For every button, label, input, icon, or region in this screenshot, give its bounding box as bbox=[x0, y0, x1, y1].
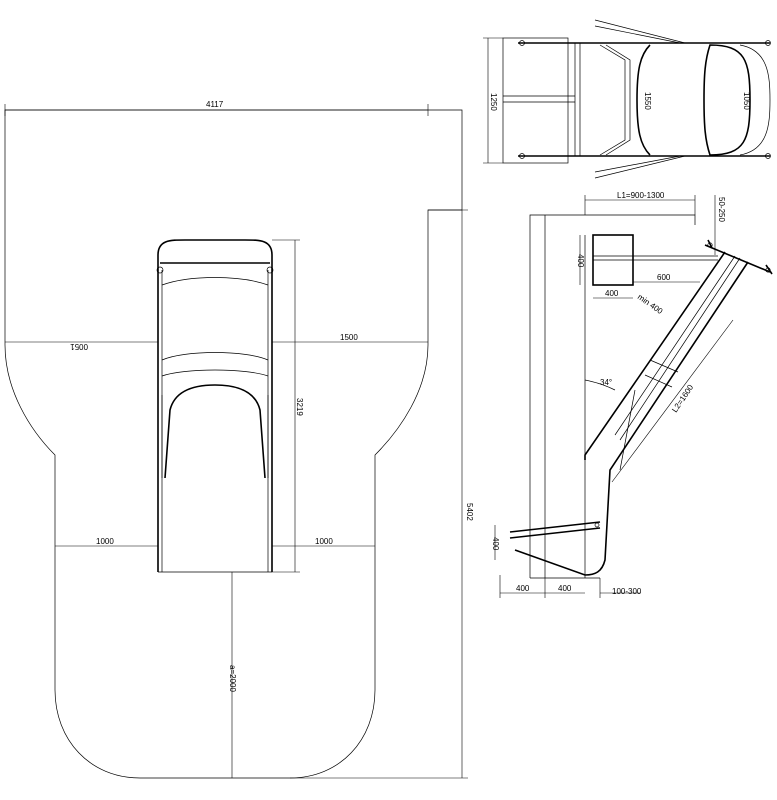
dim-top-width: 1250 bbox=[489, 93, 498, 111]
dim-front-width: 1050 bbox=[742, 92, 751, 110]
dim-base-mid: 400 bbox=[558, 584, 572, 593]
dim-600: 600 bbox=[657, 273, 671, 282]
hinge-right bbox=[266, 266, 274, 274]
dim-right-width: 1500 bbox=[340, 333, 358, 342]
inclined-frame bbox=[509, 239, 773, 576]
seat-top bbox=[703, 44, 751, 156]
dim-min400: min 400 bbox=[636, 292, 665, 316]
side-view: L1=900-1300 50-250 400 600 400 min 400 bbox=[491, 191, 773, 598]
dim-left-width: 0051 bbox=[70, 342, 88, 351]
dim-overall-width: 4117 bbox=[206, 100, 224, 109]
seat-shape bbox=[164, 384, 266, 479]
frame-outline bbox=[157, 239, 273, 572]
wall-outline bbox=[529, 214, 696, 578]
dim-inner-width: 1550 bbox=[643, 92, 652, 110]
dim-box: 400 bbox=[576, 254, 585, 268]
dim-overall-length: 5402 bbox=[465, 503, 474, 521]
top-view: 1250 1550 1050 bbox=[483, 19, 771, 179]
dim-base-left: 400 bbox=[516, 584, 530, 593]
base-rect bbox=[502, 37, 569, 164]
dim-approach: a=2000 bbox=[228, 665, 237, 692]
dim-mat-length: 3219 bbox=[295, 398, 304, 416]
dim-400: 400 bbox=[605, 289, 619, 298]
dim-angle: 34° bbox=[600, 378, 612, 387]
dim-right-clear: 1000 bbox=[315, 537, 333, 546]
dim-gap-top: 50-250 bbox=[717, 197, 726, 222]
dim-line-l2 bbox=[611, 319, 734, 483]
plan-view: 4117 5402 0051 1500 1000 1000 a=2000 321… bbox=[4, 100, 474, 779]
base-bar-top bbox=[509, 521, 601, 533]
equipment-plan bbox=[156, 239, 274, 573]
dim-base-h: 400 bbox=[491, 537, 500, 551]
hinge-left bbox=[156, 266, 164, 274]
dim-base-right: 100-300 bbox=[612, 587, 642, 596]
dim-left-clear: 1000 bbox=[96, 537, 114, 546]
dim-l1: L1=900-1300 bbox=[617, 191, 665, 200]
